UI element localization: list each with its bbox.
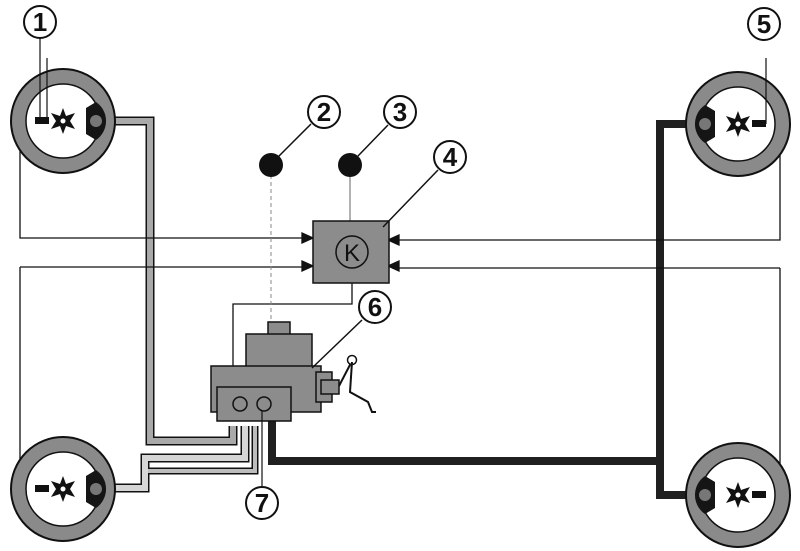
- callout-1-circle: [23, 5, 57, 39]
- sensor-rotor-icon: [726, 482, 750, 508]
- wheel-front-right: [685, 58, 791, 177]
- sensor-dot-2: [259, 153, 283, 177]
- callouts: 1 2 3 4 5 6 7: [23, 5, 781, 520]
- wheel-rear-left: [10, 436, 116, 542]
- electronic-control-unit: K: [312, 220, 390, 284]
- callout-4-circle: [433, 140, 467, 174]
- callout-2-circle: [307, 95, 341, 129]
- sensor-rotor-icon: [51, 108, 75, 134]
- callout-3: 3: [393, 97, 407, 127]
- wheel-speed-sensor: [752, 120, 766, 127]
- control-unit-symbol: K: [344, 240, 360, 267]
- callout-5-circle: [747, 7, 781, 41]
- hydraulic-modulator-unit: [210, 321, 340, 422]
- brake-pedal-icon: [338, 354, 376, 413]
- callout-6: 6: [368, 292, 382, 322]
- sensor-dot-3: [338, 153, 362, 177]
- callout-6-circle: [358, 290, 392, 324]
- signal-lines: [19, 123, 781, 498]
- callout-2: 2: [317, 97, 331, 127]
- wheel-speed-sensor: [35, 117, 49, 124]
- callout-5: 5: [757, 9, 771, 39]
- callout-4: 4: [443, 142, 458, 172]
- callout-1: 1: [33, 7, 47, 37]
- wheel-speed-sensor: [35, 485, 49, 492]
- callout-7: 7: [255, 488, 269, 518]
- wheel-rear-right: [685, 442, 791, 548]
- brake-line-right-side: [268, 120, 703, 499]
- wheel-front-left: [10, 58, 116, 174]
- wheel-speed-sensor: [752, 491, 766, 498]
- sensor-rotor-icon: [726, 111, 750, 137]
- callout-3-circle: [383, 95, 417, 129]
- callout-7-circle: [245, 486, 279, 520]
- brake-lines: [97, 116, 703, 499]
- sensor-rotor-icon: [51, 476, 75, 502]
